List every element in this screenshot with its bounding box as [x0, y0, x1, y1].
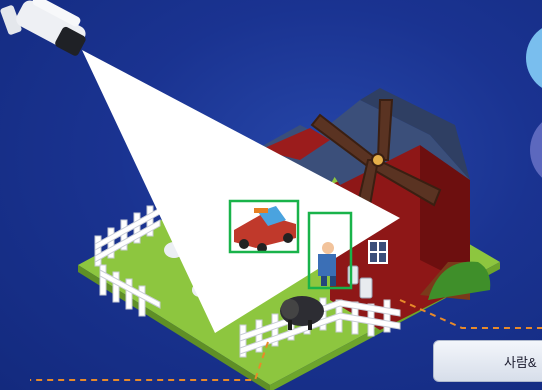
decor-circle-middle: [530, 112, 542, 188]
decor-circle-top: [526, 22, 542, 94]
caption-chip: 사람&: [433, 340, 542, 382]
caption-text: 사람&: [504, 352, 537, 371]
cctv-camera-icon: [0, 0, 88, 57]
